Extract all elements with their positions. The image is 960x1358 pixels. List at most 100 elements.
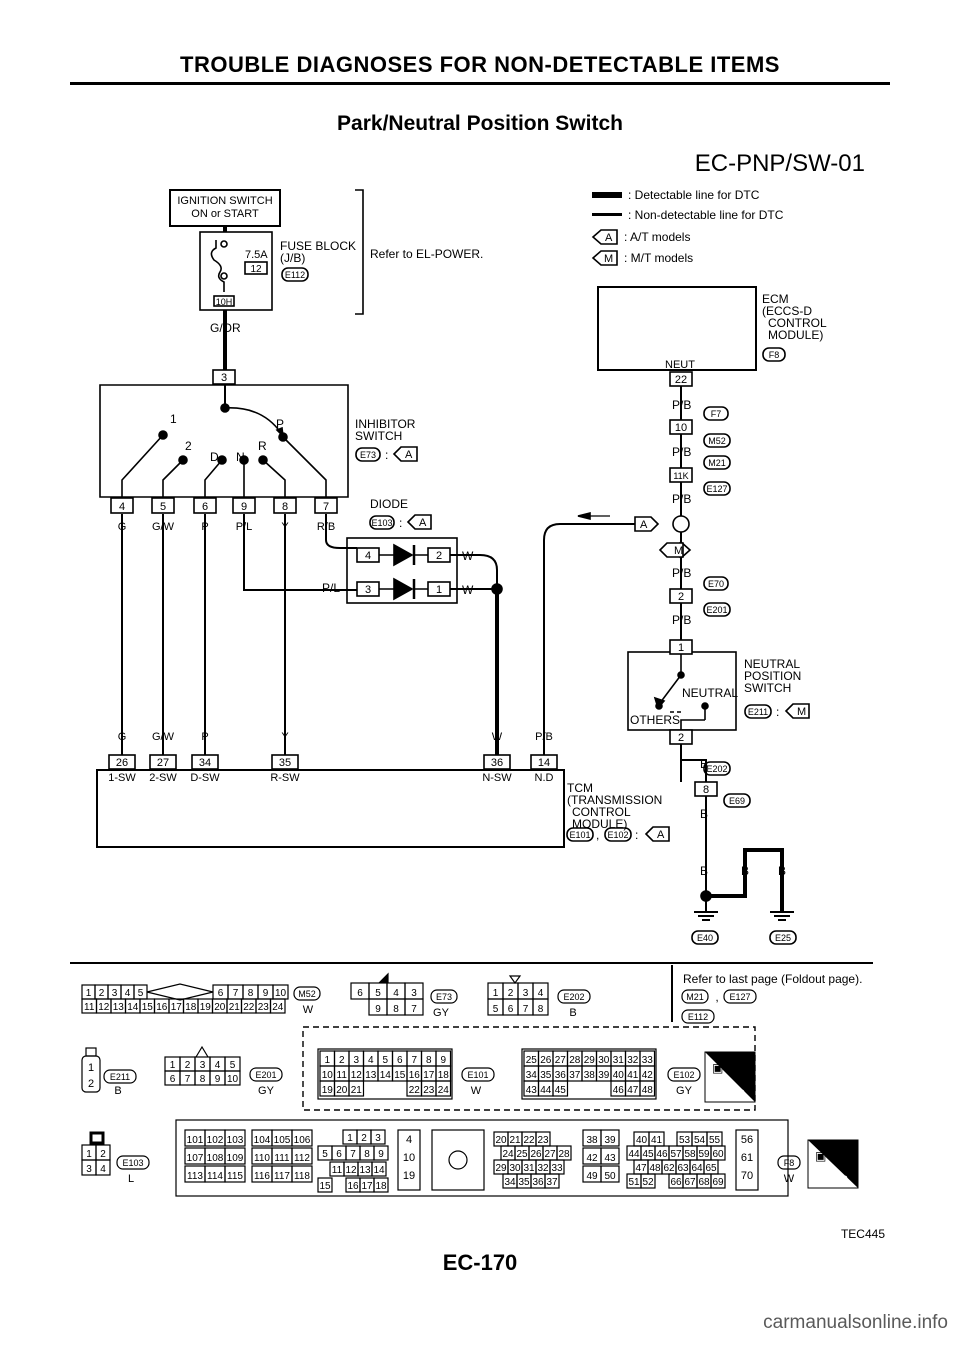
e101-r1-pin: 8 (426, 1055, 432, 1066)
f8-g5b-pin: 66 (670, 1177, 682, 1188)
f8-e1-pin: 22 (523, 1135, 535, 1146)
m52-color: W (303, 1004, 314, 1016)
tcm-pin-box (483, 754, 511, 770)
e202-r1-pin: 1 (493, 988, 499, 999)
nps-others: OTHERS (630, 713, 680, 727)
f8-g3-pin: 46 (656, 1149, 668, 1160)
e201-r2-cell (224, 1070, 241, 1086)
f8-c4b-pin: 17 (361, 1181, 373, 1192)
e101-id-frame (461, 1067, 495, 1082)
tcm-pin: 26 (116, 757, 128, 769)
f8-g4-pin: 63 (677, 1163, 689, 1174)
m52-r2-pin: 14 (127, 1002, 139, 1013)
e73-key (378, 972, 389, 983)
foldout-e127: E127 (729, 992, 750, 1002)
foldout-m21-frame (681, 989, 709, 1004)
ignition-fuse-block: IGNITION SWITCH ON or START 7.5A 12 FUSE… (169, 189, 483, 370)
f8-e4-pin: 35 (518, 1177, 530, 1188)
f8-f-pin: 39 (604, 1135, 616, 1146)
f8-d-pin: 10 (403, 1152, 415, 1164)
f8-a-cell (224, 1129, 246, 1147)
tcm-pin-box (108, 754, 136, 770)
f8-e2-pin: 24 (502, 1149, 514, 1160)
m52-r2-pin: 12 (98, 1002, 110, 1013)
m52-r1a-pin: 4 (125, 988, 131, 999)
nps-conn-e211: E211 (748, 707, 768, 717)
f8-g3-pin: 58 (684, 1149, 696, 1160)
f8-g3-pin: 57 (670, 1149, 682, 1160)
e103-r2-pin: 3 (86, 1164, 92, 1175)
refer-el-power: Refer to EL-POWER. (370, 247, 483, 261)
wire-g-or: G/OR (210, 321, 241, 335)
f8-g4-pin: 48 (649, 1163, 661, 1174)
f8-g2-pin: 54 (694, 1135, 706, 1146)
f8-e2-pin: 25 (516, 1149, 528, 1160)
foldout-e112-frame (681, 1009, 715, 1024)
tcm-conn-e101: E101 (569, 830, 590, 840)
watermark: carmanualsonline.info (763, 1312, 948, 1333)
svg-text:▣: ▣ (712, 1061, 723, 1075)
e103-r2-pin: 4 (100, 1164, 106, 1175)
e202-key (508, 975, 522, 985)
f8-g4-pin: 64 (691, 1163, 703, 1174)
e101-r2-pin: 12 (351, 1070, 363, 1081)
f8-b-pin: 112 (294, 1153, 310, 1164)
tcm-terminal: 2-SW (149, 772, 177, 784)
e103-r2-cell (95, 1159, 111, 1176)
f8-f-cell (600, 1129, 620, 1147)
e73-r1-pin: 4 (393, 988, 399, 999)
inhibitor-pin: 9 (241, 501, 247, 513)
f8-c4b-cell (373, 1177, 389, 1193)
e102-r3a-pin: 44 (540, 1085, 552, 1096)
ecm-name-3: CONTROL (768, 316, 827, 330)
e102-r3b-pin: 47 (627, 1085, 639, 1096)
e103-id-frame (116, 1155, 150, 1170)
e101-r2-pin: 10 (322, 1070, 334, 1081)
gnd-wire-b1: B (700, 864, 708, 878)
diode-pin-1: 1 (436, 584, 442, 596)
e101-r2-pin: 16 (409, 1070, 421, 1081)
f8-e2-pin: 26 (530, 1149, 542, 1160)
conn-e70: E70 (708, 579, 724, 589)
ecm-name-4: MODULE) (768, 328, 823, 342)
f8-e3-pin: 29 (495, 1163, 507, 1174)
e211-color: B (114, 1085, 121, 1097)
f8-c3-cell (371, 1161, 387, 1177)
f8-e1-pin: 20 (495, 1135, 507, 1146)
f8-g5b-pin: 67 (684, 1177, 696, 1188)
f8-e4-pin: 36 (532, 1177, 544, 1188)
ecm-wire-pb2: P/B (672, 445, 691, 459)
e102-r3a-pin: 43 (526, 1085, 538, 1096)
mt-pin-2: 2 (678, 591, 684, 603)
foldout-e127-frame (723, 989, 757, 1004)
f8-f-pin: 43 (604, 1153, 616, 1164)
e73-r2-cell (404, 998, 424, 1016)
f8-c2-pin: 9 (378, 1149, 384, 1160)
m52-r2-pin: 22 (243, 1002, 255, 1013)
e202-id-frame (557, 989, 591, 1004)
e103-key (89, 1131, 105, 1145)
f8-g4-pin: 65 (705, 1163, 717, 1174)
f8-a-cell (224, 1165, 246, 1183)
tcm-colon: : (635, 828, 638, 842)
f8-f-pin: 50 (604, 1171, 616, 1182)
f8-g1-pin: 40 (636, 1135, 648, 1146)
f8-b-pin: 116 (254, 1171, 270, 1182)
e201-r1-pin: 2 (185, 1060, 191, 1071)
f8-c1-pin: 3 (375, 1133, 381, 1144)
fuse-block-jb: (J/B) (280, 251, 305, 265)
svg-text:▣: ▣ (815, 1149, 826, 1163)
f8-d-body (397, 1129, 421, 1191)
tcm-pin: 35 (279, 757, 291, 769)
e103-r1-pin: 1 (86, 1149, 92, 1160)
tcm-terminal: N.D (535, 772, 554, 784)
f8-e3-pin: 30 (509, 1163, 521, 1174)
legend-a-tag: A (605, 232, 613, 244)
nps-pin-1: 1 (678, 642, 684, 654)
m52-r2-pin: 18 (185, 1002, 197, 1013)
ecm-wire-pb1: P/B (672, 398, 691, 412)
tcm-terminal: D-SW (190, 772, 220, 784)
m52-r2-pin: 23 (258, 1002, 270, 1013)
